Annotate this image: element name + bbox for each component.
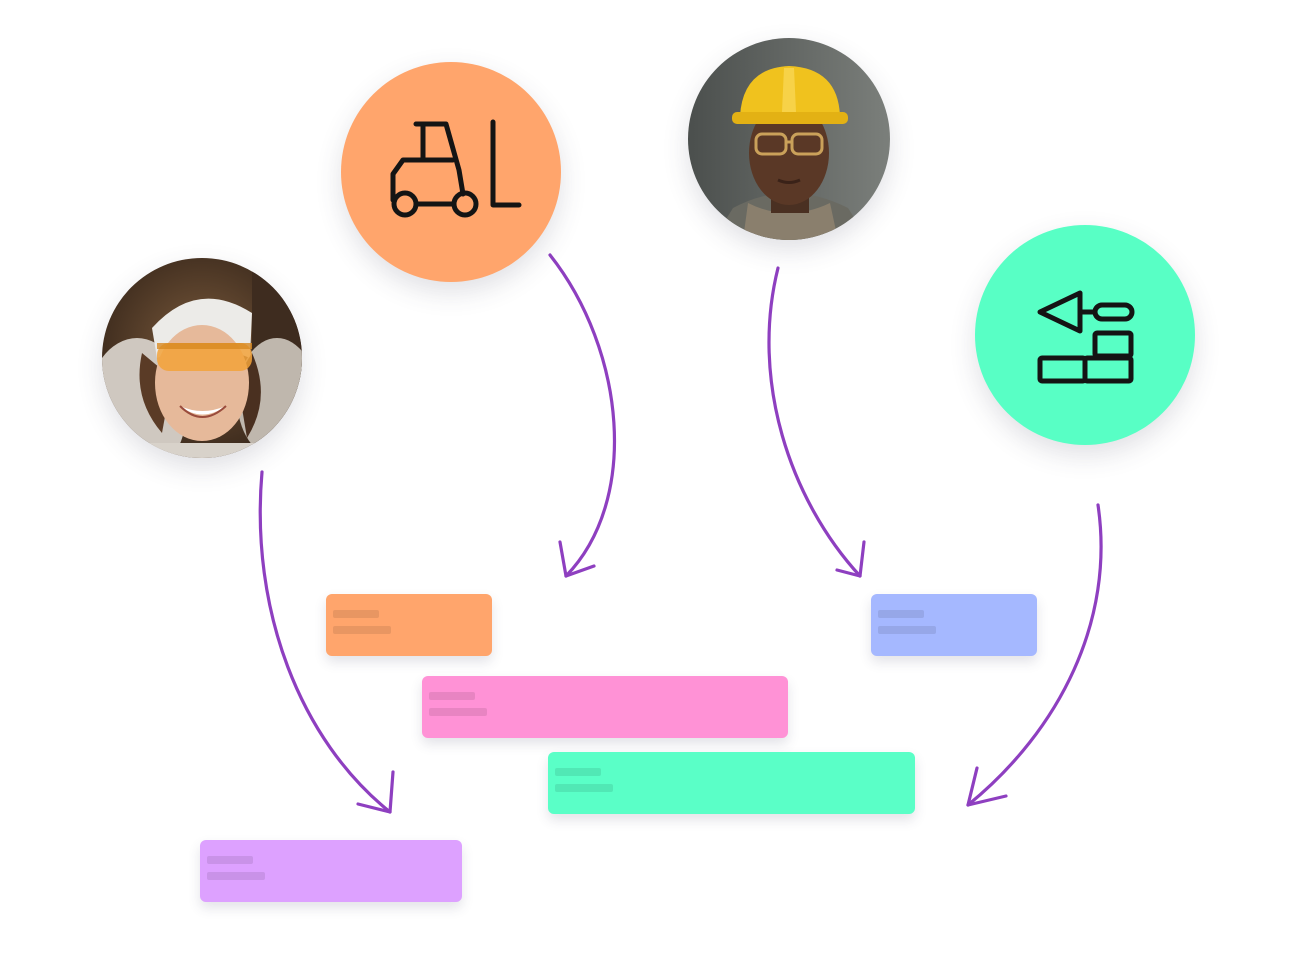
bar-title-placeholder (555, 768, 601, 776)
forklift-resource (341, 62, 561, 282)
worker-avatar-man (688, 38, 890, 240)
schedule-bar-green[interactable] (548, 752, 915, 814)
bar-subtitle-placeholder (333, 626, 391, 634)
bar-subtitle-placeholder (555, 784, 613, 792)
schedule-bar-violet[interactable] (200, 840, 462, 902)
schedule-bar-orange[interactable] (326, 594, 492, 656)
forklift-icon (390, 119, 522, 218)
worker-avatar-woman-image (102, 258, 302, 458)
schedule-bar-pink[interactable] (422, 676, 788, 738)
bar-subtitle-placeholder (878, 626, 936, 634)
bar-title-placeholder (878, 610, 924, 618)
arrow-man-to-blue-bar (767, 266, 862, 578)
arrowhead-woman (356, 770, 395, 814)
worker-avatar-woman (102, 258, 302, 458)
arrowhead-trowel (966, 766, 1008, 807)
arrowhead-man (835, 540, 866, 578)
bar-title-placeholder (429, 692, 475, 700)
arrowhead-forklift (558, 540, 596, 578)
bar-title-placeholder (333, 610, 379, 618)
trowel-bricks-resource (975, 225, 1195, 445)
worker-avatar-man-image (688, 38, 890, 240)
bar-subtitle-placeholder (429, 708, 487, 716)
bar-title-placeholder (207, 856, 253, 864)
bar-subtitle-placeholder (207, 872, 265, 880)
schedule-bar-blue[interactable] (871, 594, 1037, 656)
trowel-bricks-icon (1037, 290, 1135, 384)
arrow-forklift-to-orange-bar (548, 253, 617, 578)
